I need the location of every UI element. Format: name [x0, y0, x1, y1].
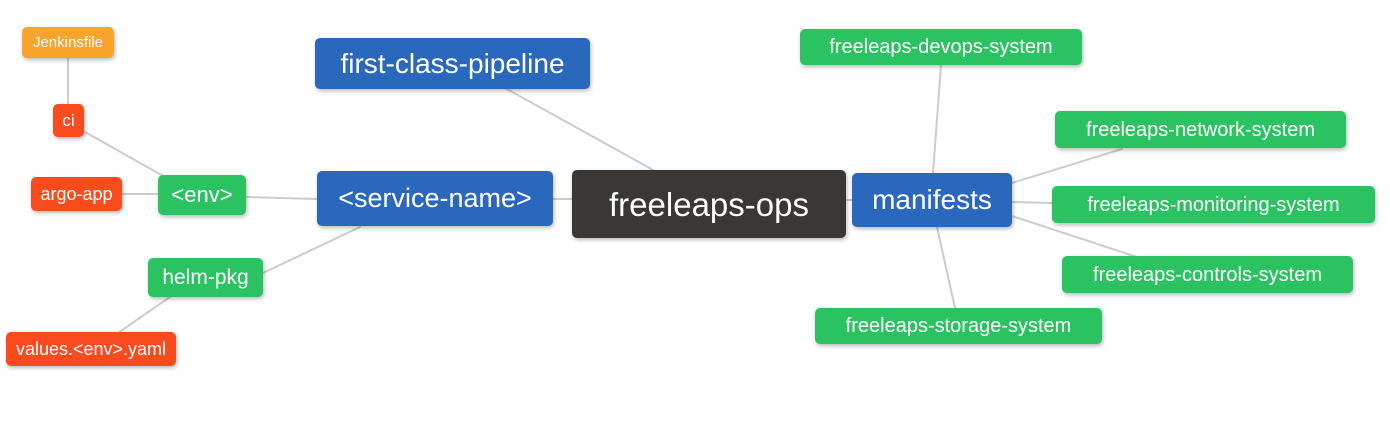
edge-manifests-to-freeleaps-monitoring-system [1011, 201, 1053, 204]
edge-first-class-pipeline-to-freeleaps-ops [504, 87, 656, 172]
node-label-env: <env> [171, 182, 233, 207]
node-label-service-name: <service-name> [338, 183, 532, 213]
node-manifests[interactable]: manifests [852, 173, 1012, 227]
node-label-helm-pkg: helm-pkg [162, 266, 249, 289]
node-freeleaps-devops-system[interactable]: freeleaps-devops-system [800, 29, 1082, 65]
edge-helm-pkg-to-service-name [262, 226, 361, 274]
node-label-ci: ci [62, 111, 75, 130]
node-label-freeleaps-monitoring-system: freeleaps-monitoring-system [1087, 193, 1340, 216]
node-label-first-class-pipeline: first-class-pipeline [340, 47, 565, 79]
node-label-freeleaps-devops-system: freeleaps-devops-system [829, 36, 1053, 58]
node-label-freeleaps-network-system: freeleaps-network-system [1086, 118, 1315, 141]
edge-manifests-to-freeleaps-storage-system [936, 226, 956, 309]
node-label-manifests: manifests [872, 184, 992, 215]
node-env[interactable]: <env> [158, 175, 246, 215]
node-label-freeleaps-storage-system: freeleaps-storage-system [845, 315, 1072, 337]
node-label-argo-app: argo-app [40, 184, 113, 204]
edge-manifests-to-freeleaps-network-system [1011, 148, 1123, 184]
edge-freeleaps-devops-system-to-manifests [932, 64, 942, 174]
node-label-jenkinsfile: Jenkinsfile [32, 34, 104, 51]
edge-env-to-service-name [245, 196, 318, 200]
node-label-values-env-yaml: values.<env>.yaml [15, 339, 167, 359]
node-label-freeleaps-controls-system: freeleaps-controls-system [1093, 263, 1322, 286]
node-freeleaps-network-system[interactable]: freeleaps-network-system [1055, 111, 1346, 148]
node-ci[interactable]: ci [53, 104, 84, 137]
node-values-env-yaml[interactable]: values.<env>.yaml [6, 332, 176, 366]
edge-helm-pkg-to-values-env-yaml [117, 296, 171, 334]
node-helm-pkg[interactable]: helm-pkg [148, 258, 263, 297]
node-freeleaps-controls-system[interactable]: freeleaps-controls-system [1062, 256, 1353, 293]
node-freeleaps-ops[interactable]: freeleaps-ops [572, 170, 846, 238]
node-service-name[interactable]: <service-name> [317, 171, 553, 226]
node-argo-app[interactable]: argo-app [31, 177, 122, 211]
node-first-class-pipeline[interactable]: first-class-pipeline [315, 38, 590, 89]
edge-manifests-to-freeleaps-controls-system [1011, 215, 1138, 258]
edge-ci-to-env [84, 131, 166, 178]
node-freeleaps-storage-system[interactable]: freeleaps-storage-system [815, 308, 1102, 344]
node-freeleaps-monitoring-system[interactable]: freeleaps-monitoring-system [1052, 186, 1375, 223]
node-label-freeleaps-ops: freeleaps-ops [609, 185, 809, 223]
node-jenkinsfile[interactable]: Jenkinsfile [22, 27, 114, 58]
